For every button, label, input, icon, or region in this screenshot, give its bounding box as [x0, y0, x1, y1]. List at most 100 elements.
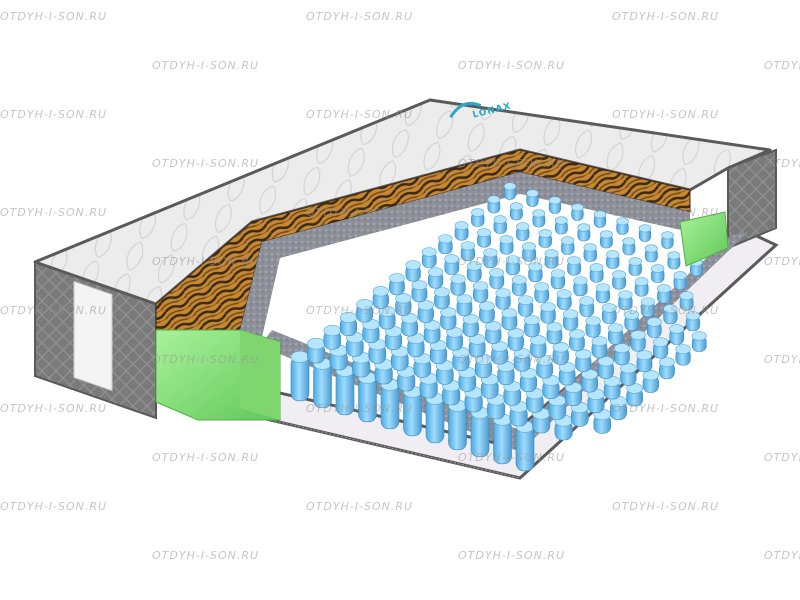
- pocket-spring: [530, 335, 547, 358]
- pocket-spring: [487, 393, 506, 420]
- pocket-spring: [624, 310, 640, 331]
- pocket-spring: [685, 311, 701, 332]
- pocket-spring: [372, 286, 389, 309]
- pocket-spring: [597, 356, 614, 379]
- pocket-spring: [595, 283, 611, 304]
- pocket-spring: [493, 215, 507, 234]
- pocket-spring: [638, 224, 652, 242]
- pocket-spring: [561, 236, 575, 255]
- pocket-spring: [378, 306, 396, 330]
- pocket-spring: [339, 311, 358, 337]
- pocket-spring: [567, 256, 581, 276]
- pocket-spring: [573, 276, 588, 297]
- pocket-spring: [528, 262, 543, 283]
- pocket-spring: [480, 374, 499, 399]
- pocket-spring: [606, 250, 620, 269]
- pocket-spring: [640, 297, 656, 318]
- mattress-side-panel: [34, 260, 157, 420]
- pocket-spring: [395, 293, 412, 316]
- pocket-spring: [509, 202, 523, 221]
- pocket-spring: [450, 274, 466, 296]
- pocket-spring: [485, 321, 502, 344]
- pocket-spring: [558, 362, 576, 386]
- pocket-spring: [532, 209, 546, 228]
- pocket-spring: [456, 294, 473, 317]
- pocket-spring: [513, 348, 531, 372]
- pocket-spring: [362, 318, 380, 344]
- pocket-spring: [536, 355, 553, 379]
- pocket-spring: [646, 317, 662, 338]
- pocket-spring: [290, 350, 310, 402]
- pocket-spring: [579, 296, 595, 317]
- pocket-spring: [569, 329, 585, 352]
- pocket-spring: [644, 244, 658, 263]
- pocket-spring: [472, 281, 489, 303]
- pocket-spring: [384, 325, 403, 351]
- pocket-spring: [669, 324, 685, 345]
- pocket-spring: [307, 337, 326, 364]
- pocket-spring: [389, 273, 405, 296]
- pocket-spring: [483, 248, 498, 269]
- pocket-spring: [538, 229, 552, 248]
- pocket-spring: [421, 247, 437, 268]
- pocket-spring: [587, 388, 605, 414]
- pocket-spring: [444, 254, 460, 275]
- pocket-spring: [501, 308, 518, 331]
- pocket-spring: [651, 264, 665, 283]
- pocket-spring: [516, 222, 530, 241]
- pocket-spring: [460, 241, 476, 262]
- pocket-spring: [524, 315, 540, 338]
- pocket-spring: [479, 301, 495, 324]
- pocket-spring: [511, 275, 527, 296]
- pocket-spring: [470, 406, 490, 458]
- pocket-spring: [583, 243, 597, 262]
- pocket-spring: [493, 413, 512, 465]
- pocket-spring: [556, 289, 572, 310]
- pocket-spring: [591, 336, 608, 359]
- pocket-spring: [335, 364, 355, 416]
- felt-layer: [240, 172, 748, 452]
- pocket-spring: [515, 420, 535, 472]
- pocket-spring: [454, 221, 469, 241]
- pocket-spring: [505, 255, 521, 276]
- pocket-spring: [468, 334, 486, 358]
- pocket-spring: [487, 195, 501, 214]
- pocket-spring: [491, 341, 509, 365]
- pocket-spring: [448, 399, 467, 451]
- pocket-spring: [554, 216, 568, 235]
- pocket-spring: [667, 251, 681, 270]
- pocket-spring: [401, 313, 419, 337]
- pocket-spring: [358, 371, 377, 423]
- pocket-spring: [691, 331, 707, 352]
- foam-perimeter: [155, 211, 729, 421]
- pocket-spring: [675, 344, 691, 366]
- pocket-spring: [407, 332, 425, 358]
- pocket-spring: [517, 295, 534, 317]
- pocket-spring: [612, 270, 626, 290]
- pocket-spring: [626, 383, 643, 407]
- pocket-spring: [564, 381, 583, 407]
- pocket-springs-block: [290, 182, 707, 472]
- pocket-spring: [417, 300, 434, 323]
- pocket-spring: [323, 325, 342, 350]
- pocket-spring: [405, 260, 421, 282]
- pocket-spring: [601, 303, 617, 324]
- pocket-spring: [550, 269, 566, 290]
- pocket-spring: [659, 357, 675, 380]
- pocket-spring: [614, 343, 630, 366]
- pocket-spring: [552, 342, 569, 365]
- pocket-spring: [620, 363, 637, 386]
- pocket-spring: [526, 189, 539, 207]
- pocket-spring: [609, 395, 628, 421]
- pocket-spring: [503, 182, 517, 200]
- pocket-spring: [652, 337, 669, 359]
- pocket-spring: [495, 288, 511, 310]
- pocket-spring: [411, 280, 428, 303]
- pocket-spring: [581, 369, 598, 393]
- pocket-spring: [313, 357, 332, 409]
- pocket-spring: [642, 370, 659, 393]
- pocket-spring: [630, 330, 646, 352]
- pocket-spring: [616, 217, 629, 235]
- pocket-spring: [452, 346, 470, 372]
